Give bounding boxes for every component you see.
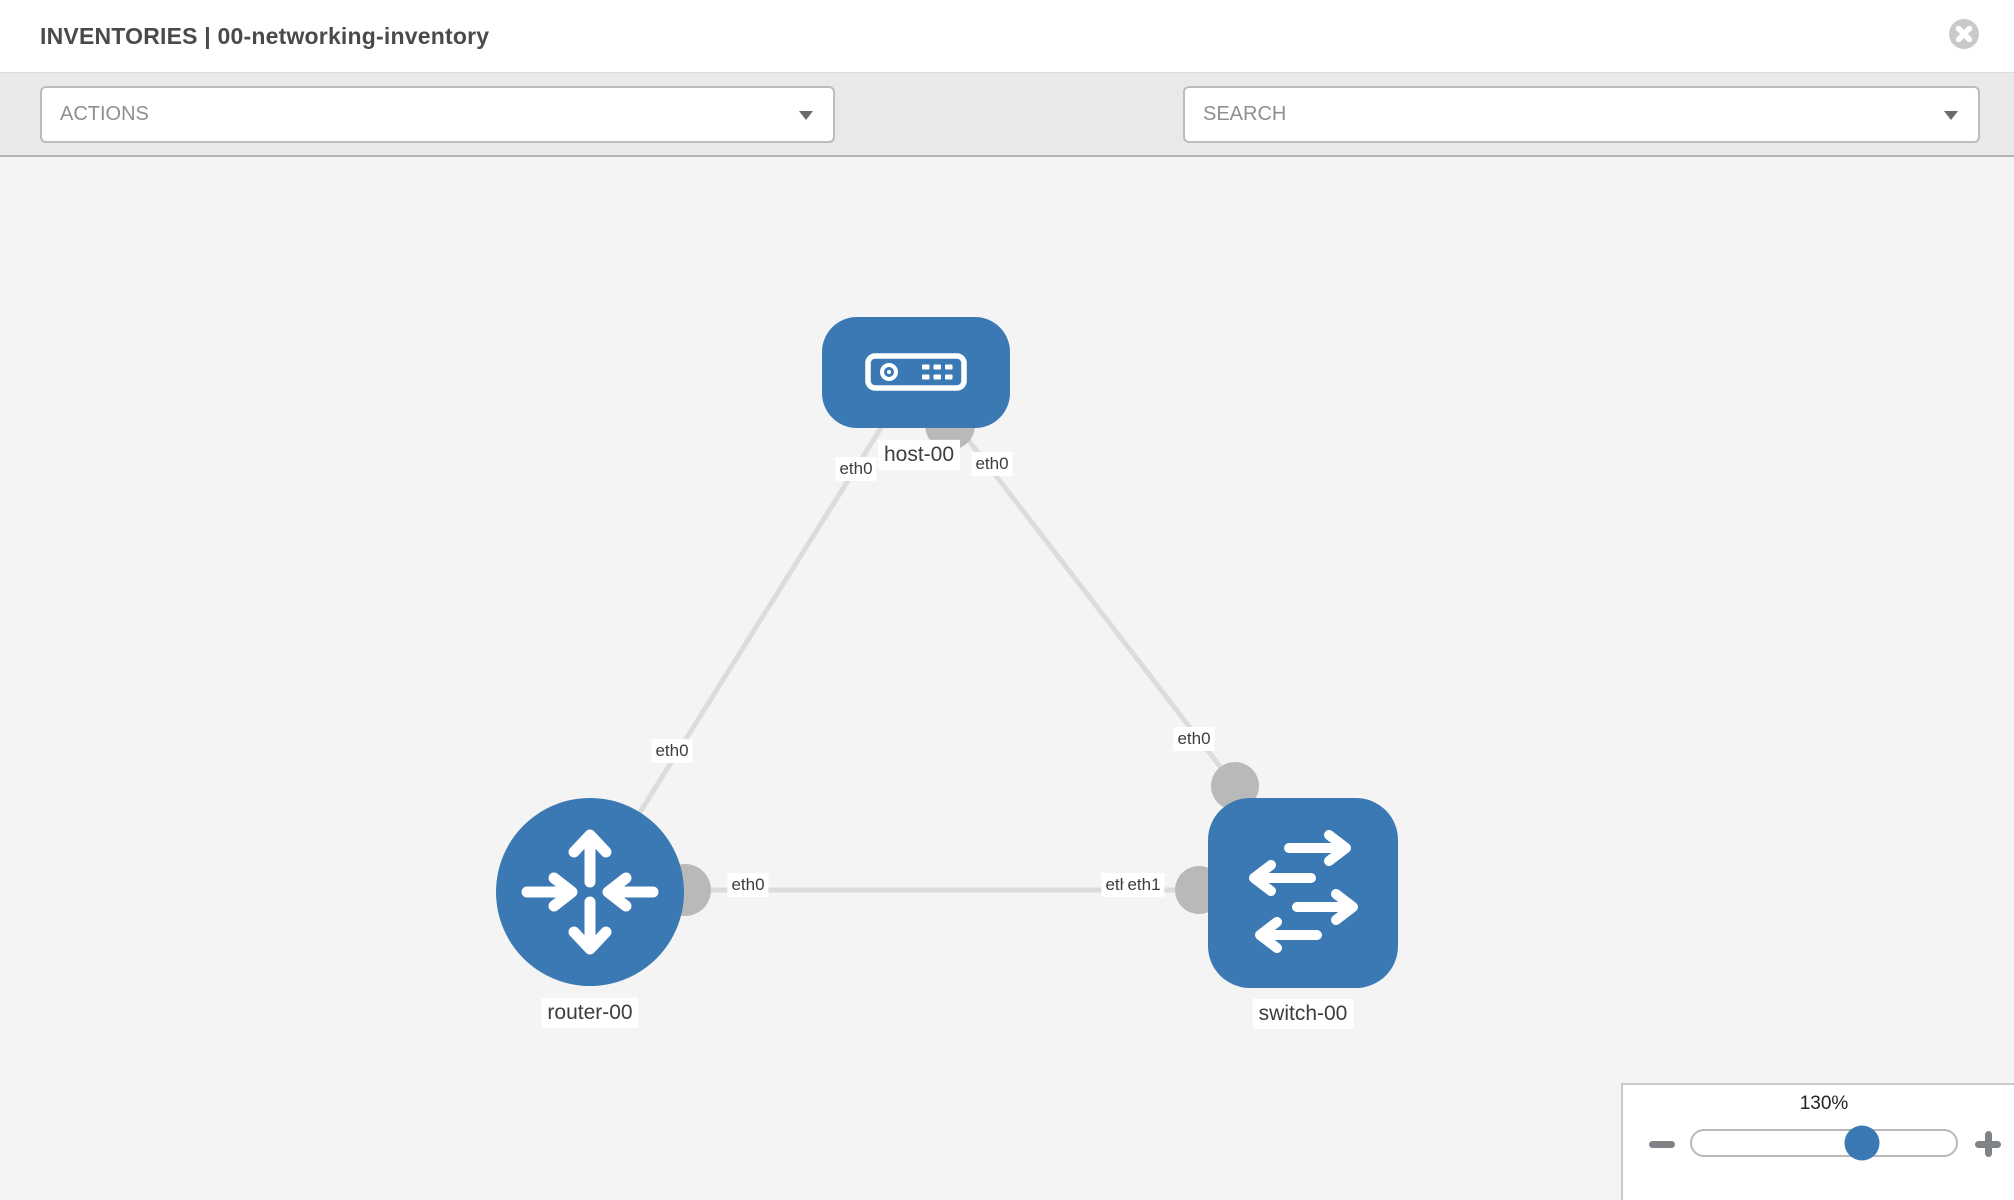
interface-label-eth0-1: eth0 [971,451,1013,477]
actions-dropdown-label: ACTIONS [60,103,149,125]
interface-dot-switch-00-eth0[interactable] [1211,762,1259,810]
interface-label-eth1-6: eth1 [1123,872,1165,898]
chevron-down-icon [1944,110,1958,120]
close-button[interactable] [1948,18,1980,50]
search-dropdown-label: SEARCH [1203,103,1287,125]
zoom-panel: 130% [1621,1083,2014,1200]
header: INVENTORIES | 00-networking-inventory [0,0,2014,72]
node-label-host-00: host-00 [877,439,961,471]
zoom-in-button[interactable] [1965,1127,2011,1161]
toolbar: ACTIONS [0,72,2014,200]
chevron-down-icon [799,110,813,120]
node-label-router-00: router-00 [541,997,639,1029]
zoom-slider-handle[interactable] [1844,1125,1880,1161]
interface-label-eth0-4: eth0 [727,872,769,898]
search-dropdown[interactable]: SEARCH [1183,86,1980,143]
minus-icon [1649,1140,1675,1148]
zoom-slider-track[interactable] [1690,1129,1958,1157]
interface-label-eth0-3: eth0 [1173,726,1215,752]
topology-svg [496,317,1398,988]
page-title: INVENTORIES | 00-networking-inventory [40,23,490,49]
interface-label-eth0-0: eth0 [835,456,877,482]
node-router-00[interactable] [496,798,684,986]
zoom-level: 130% [1799,1093,1849,1114]
node-switch-00[interactable] [1208,798,1398,988]
host-icon [865,353,967,391]
actions-dropdown[interactable]: ACTIONS [40,86,835,143]
close-icon [1949,19,1979,49]
node-label-switch-00: switch-00 [1252,998,1354,1030]
node-host-00[interactable] [822,317,1010,428]
router-icon [521,829,659,955]
zoom-out-button[interactable] [1639,1127,1685,1161]
plus-icon [1975,1131,2001,1157]
interface-label-eth0-2: eth0 [651,738,693,764]
switch-icon [1249,830,1358,953]
